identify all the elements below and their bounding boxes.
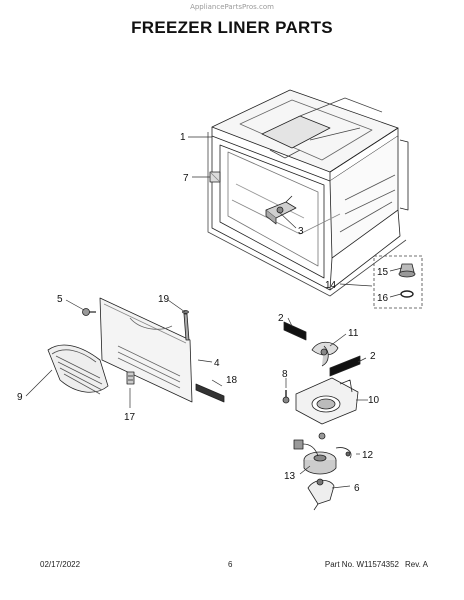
watermark: AppliancePartsPros.com bbox=[190, 3, 274, 11]
callout-9: 9 bbox=[17, 392, 23, 403]
callout-18: 18 bbox=[226, 375, 238, 386]
part-5-screw bbox=[82, 308, 96, 316]
part-2-foam-right bbox=[329, 355, 361, 377]
footer-part-number: Part No. W11574352 Rev. A bbox=[319, 560, 428, 569]
part-6-motor-bracket bbox=[307, 478, 335, 511]
callout-7: 7 bbox=[183, 173, 189, 184]
part-18-gasket bbox=[195, 383, 225, 403]
part-10-fan-shroud bbox=[295, 377, 359, 425]
callout-2-right: 2 bbox=[370, 351, 376, 362]
callout-5: 5 bbox=[57, 294, 63, 305]
leader-lines bbox=[25, 136, 403, 489]
revision-text: Rev. A bbox=[405, 560, 428, 569]
footer-date: 02/17/2022 bbox=[40, 560, 81, 569]
page-title: FREEZER LINER PARTS bbox=[131, 18, 333, 37]
callout-1: 1 bbox=[180, 132, 186, 143]
callout-17: 17 bbox=[124, 412, 136, 423]
part-17-thermistor bbox=[126, 371, 135, 385]
callout-19: 19 bbox=[158, 294, 170, 305]
callout-3: 3 bbox=[298, 226, 304, 237]
callout-8: 8 bbox=[282, 369, 288, 380]
part-2-foam-upper bbox=[283, 321, 307, 341]
part-12-grommet bbox=[345, 451, 351, 457]
callout-12: 12 bbox=[362, 450, 374, 461]
part-number-text: Part No. W11574352 bbox=[324, 560, 400, 569]
callout-14: 14 bbox=[325, 280, 337, 291]
part-19-pin bbox=[182, 310, 190, 341]
callout-4: 4 bbox=[214, 358, 220, 369]
part-8-screw bbox=[282, 390, 290, 404]
footer-page-number: 6 bbox=[228, 560, 233, 569]
part-4-cover-panel bbox=[99, 297, 193, 403]
part-13-fan-motor bbox=[293, 439, 352, 475]
freezer-liner-part bbox=[207, 89, 409, 297]
callout-2-upper: 2 bbox=[278, 313, 284, 324]
callout-11: 11 bbox=[348, 328, 359, 339]
part-16-o-ring bbox=[400, 290, 414, 298]
part-11-fan-blade bbox=[311, 341, 339, 367]
callout-13: 13 bbox=[284, 471, 296, 482]
part-9-grille bbox=[47, 344, 109, 395]
callout-15: 15 bbox=[377, 267, 389, 278]
part-3-damper-motor bbox=[265, 195, 297, 225]
part-15-fitting bbox=[398, 263, 416, 278]
callout-16: 16 bbox=[377, 293, 389, 304]
callout-10: 10 bbox=[368, 395, 380, 406]
callout-6: 6 bbox=[354, 483, 360, 494]
